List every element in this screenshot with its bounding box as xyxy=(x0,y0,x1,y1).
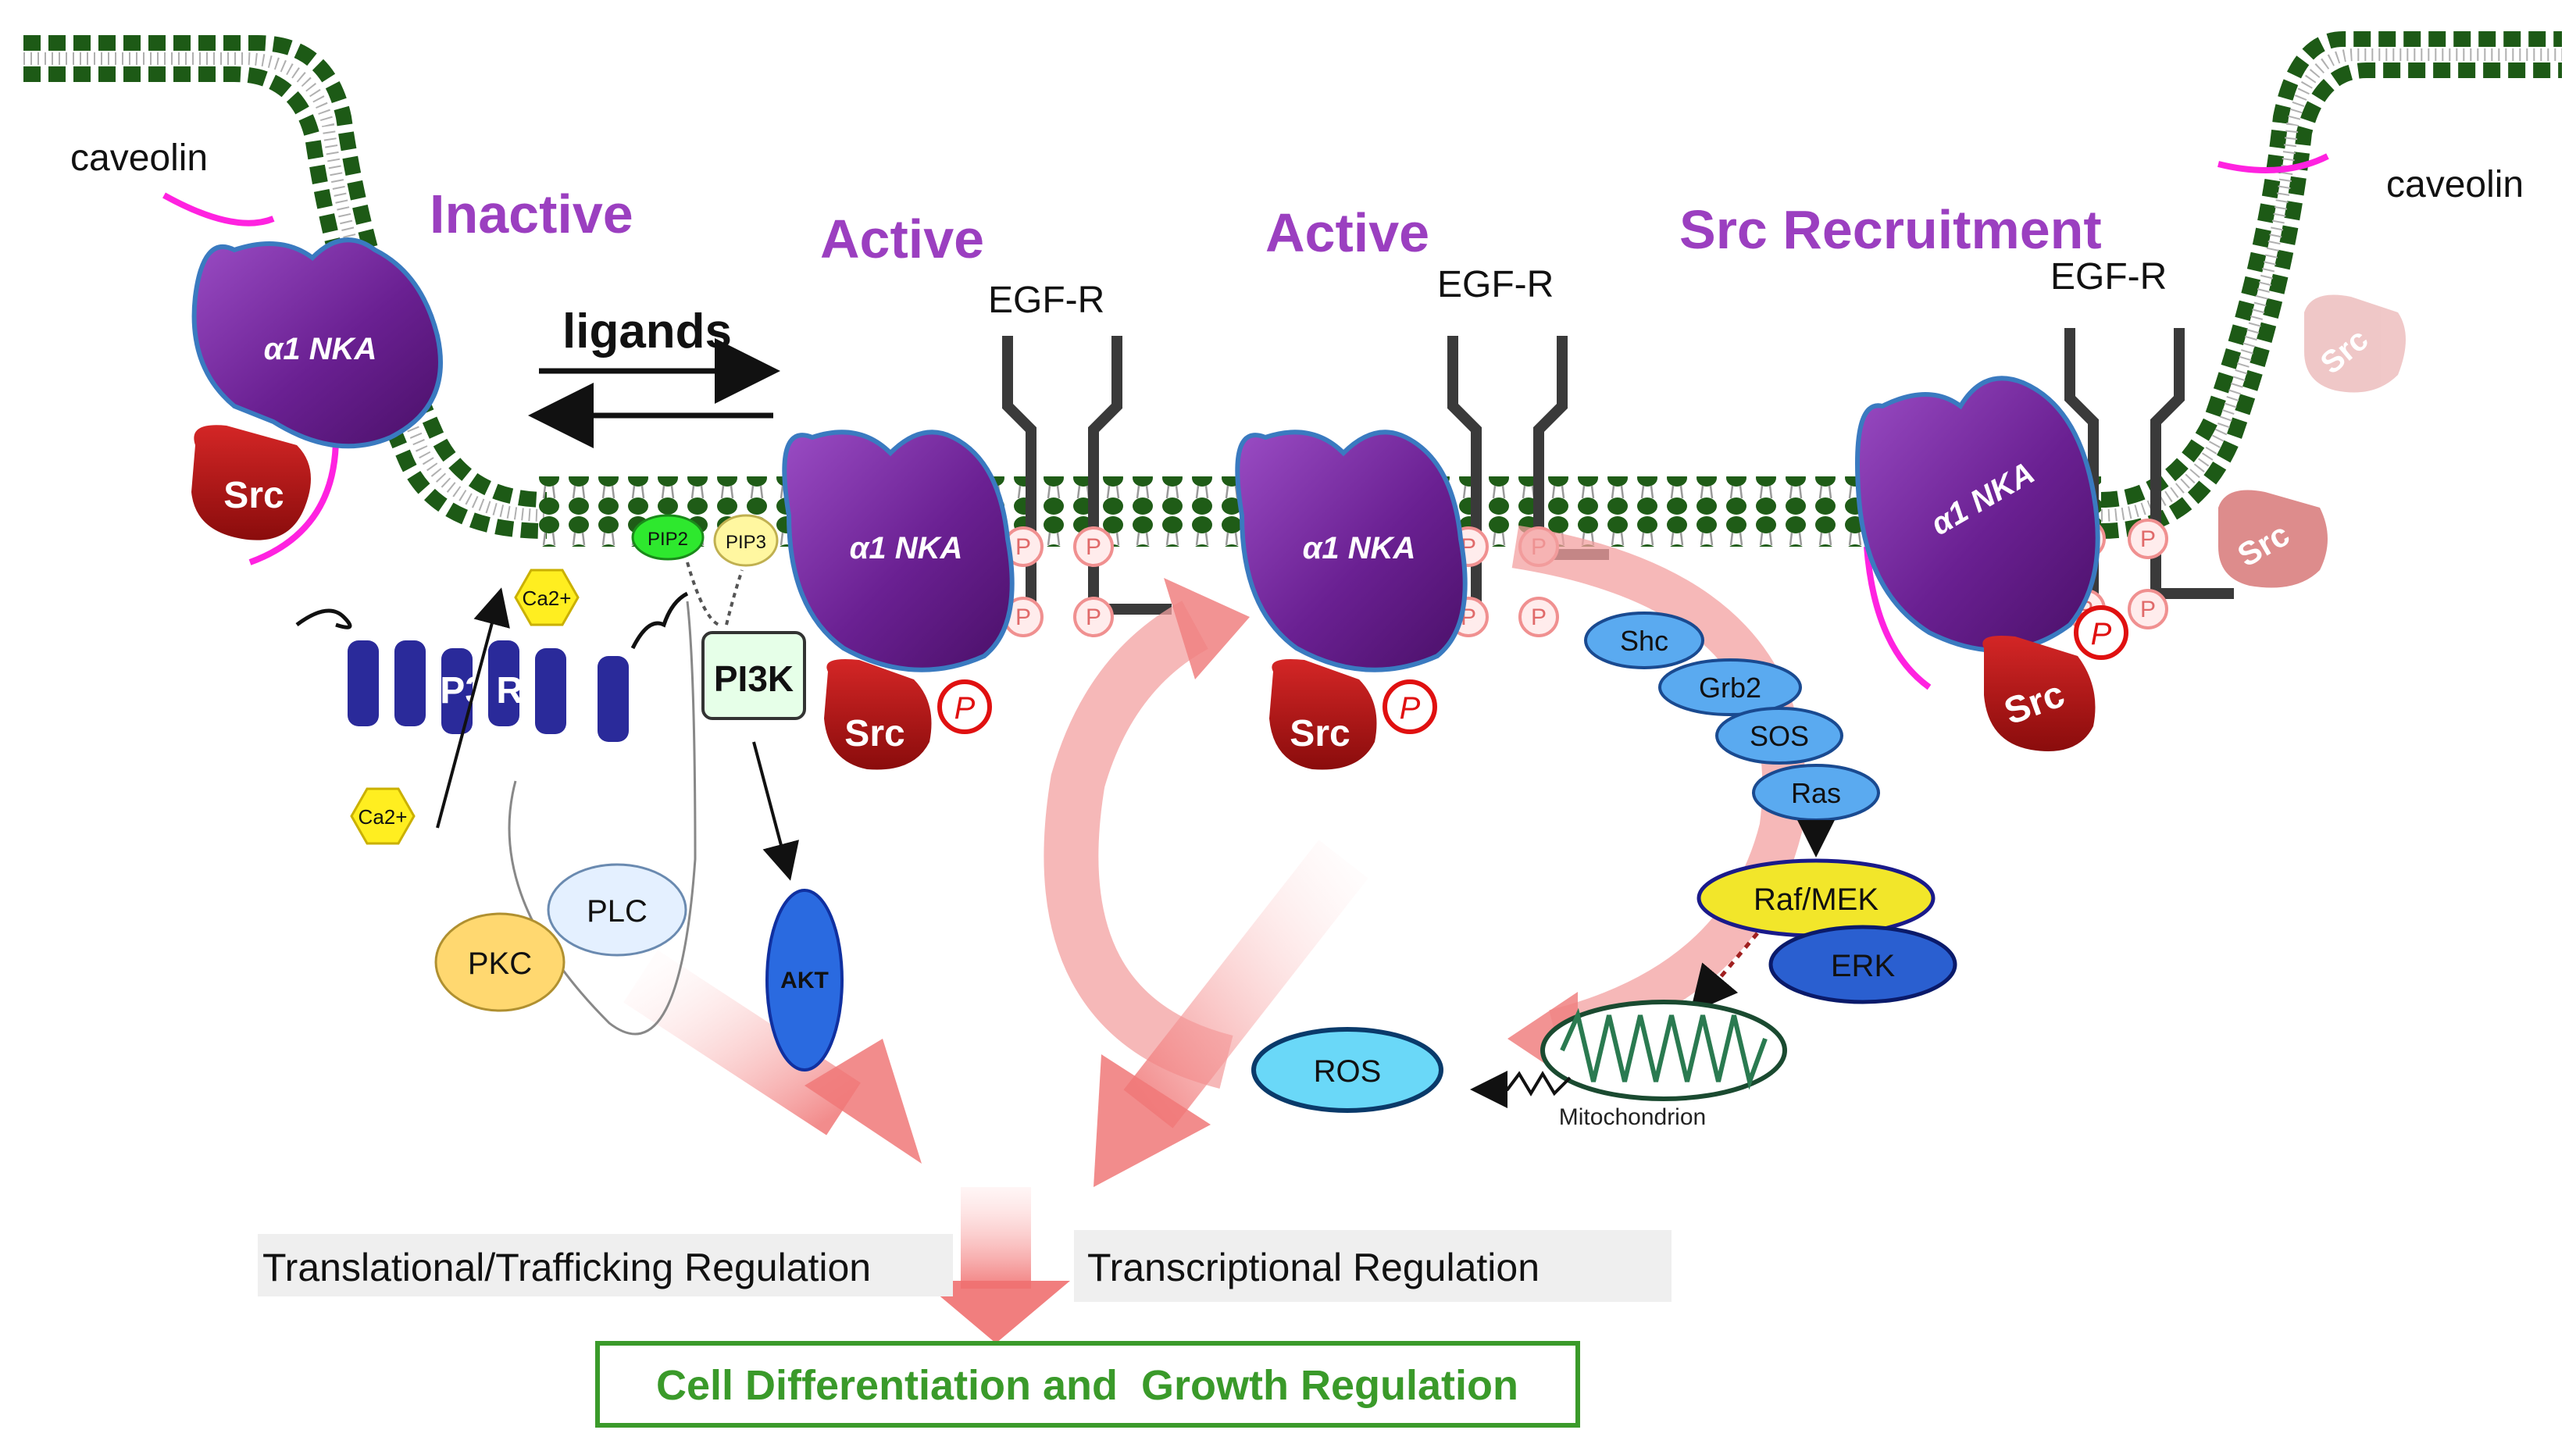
svg-text:P: P xyxy=(1015,604,1031,630)
pink-feedback-arrow xyxy=(1044,578,1250,1089)
outcome-label: Cell Differentiation and Growth Regulati… xyxy=(656,1362,1518,1409)
src-recruitment: Src P xyxy=(1982,605,2128,751)
nka-active-1: α1 NKA xyxy=(782,430,1015,672)
src-active-1: Src P xyxy=(824,659,992,770)
pip3: PIP3 xyxy=(713,514,779,567)
transcriptional-box xyxy=(1074,1230,1672,1302)
shc: Shc xyxy=(1584,612,1704,669)
mitochondrion-label: Mitochondrion xyxy=(1559,1104,1706,1130)
svg-text:PLC: PLC xyxy=(587,894,648,929)
svg-text:ROS: ROS xyxy=(1314,1054,1382,1089)
translational-label: Translational/Trafficking Regulation xyxy=(262,1246,871,1289)
arrow-to-outcome xyxy=(922,1187,1070,1343)
raf-mito-arrow xyxy=(1689,932,1759,1014)
ras: Ras xyxy=(1752,764,1880,822)
svg-text:PIP2: PIP2 xyxy=(648,529,688,550)
svg-text:AKT: AKT xyxy=(780,968,829,993)
nka-label-active-1: α1 NKA xyxy=(850,531,963,565)
ligands-label: ligands xyxy=(562,305,732,358)
nka-active-2: α1 NKA xyxy=(1235,430,1468,672)
caveolin-right-label: caveolin xyxy=(2386,164,2524,205)
src-label-inactive: Src xyxy=(223,475,284,516)
svg-text:SOS: SOS xyxy=(1750,720,1809,752)
raf-mek: Raf/MEK xyxy=(1697,858,1936,938)
plc-loop-line xyxy=(508,601,697,1036)
src-label-active-2: Src xyxy=(1290,713,1350,754)
svg-text:P: P xyxy=(1015,534,1031,560)
svg-text:P: P xyxy=(1531,604,1547,630)
svg-text:Ca2+: Ca2+ xyxy=(523,587,572,610)
svg-text:Ras: Ras xyxy=(1791,777,1841,809)
src-label-active-1: Src xyxy=(844,713,904,754)
transcriptional-label: Transcriptional Regulation xyxy=(1087,1246,1540,1289)
svg-text:PKC: PKC xyxy=(468,947,532,981)
svg-text:Ca2+: Ca2+ xyxy=(359,805,408,829)
erk: ERK xyxy=(1768,925,1957,1004)
egfr-label-1: EGF-R xyxy=(988,280,1104,321)
outcome-box xyxy=(595,1341,1580,1428)
svg-text:Grb2: Grb2 xyxy=(1699,672,1761,704)
src-migrating-faded: Src xyxy=(2304,294,2406,393)
plc: PLC xyxy=(547,863,687,957)
pi3k: PI3K xyxy=(701,631,806,720)
egfr-label-3: EGF-R xyxy=(2050,256,2167,298)
src-phospho-2: P xyxy=(1400,691,1421,726)
svg-text:P: P xyxy=(1086,534,1101,560)
state-inactive-title: Inactive xyxy=(430,184,633,244)
src-phospho-3: P xyxy=(2091,617,2112,651)
svg-text:PIP3: PIP3 xyxy=(726,532,766,553)
ligands-equilibrium: ligands xyxy=(528,305,780,448)
sos: SOS xyxy=(1715,707,1843,765)
arrow-to-translational xyxy=(623,950,922,1164)
svg-text:Raf/MEK: Raf/MEK xyxy=(1754,883,1878,917)
nka-label-active-2: α1 NKA xyxy=(1303,531,1416,565)
src-migrating-semi: Src xyxy=(2218,490,2328,588)
mito-ros-arrow xyxy=(1470,1071,1572,1108)
nka-label-inactive: α1 NKA xyxy=(264,332,377,366)
svg-text:P: P xyxy=(2140,597,2156,622)
arrow-to-transcriptional xyxy=(1094,840,1368,1187)
ros: ROS xyxy=(1251,1027,1443,1113)
src-active-2: Src P xyxy=(1269,659,1437,770)
pi3k-akt-arrow xyxy=(752,741,799,881)
nka-src-recruitment: α1 NKA xyxy=(1855,376,2100,653)
pip2: PIP2 xyxy=(631,514,705,561)
nka-inactive: α1 NKA xyxy=(191,237,443,449)
src-phospho-1: P xyxy=(954,691,976,726)
state-active-title-2: Active xyxy=(1265,202,1429,263)
svg-text:Shc: Shc xyxy=(1620,625,1668,657)
svg-text:P: P xyxy=(2140,526,2156,552)
translational-box xyxy=(258,1234,953,1296)
pip3-pi3k-link xyxy=(725,569,744,626)
state-active-title: Active xyxy=(820,209,984,269)
caveolin-left-label: caveolin xyxy=(70,137,208,179)
svg-text:ERK: ERK xyxy=(1831,949,1896,983)
state-src-recruitment-title: Src Recruitment xyxy=(1679,199,2102,260)
caveolin-left-shape xyxy=(162,192,339,565)
mitochondrion: Mitochondrion xyxy=(1540,1000,1787,1130)
caveolin-right-shape xyxy=(1864,153,2329,690)
ca2-ion-bottom: Ca2+ xyxy=(350,787,416,845)
pip2-pi3k-link xyxy=(686,562,720,626)
ca2-ion-top: Ca2+ xyxy=(514,569,580,626)
svg-text:PI3K: PI3K xyxy=(714,658,794,699)
grb2: Grb2 xyxy=(1658,658,1802,716)
pkc: PKC xyxy=(434,912,566,1012)
src-inactive: Src xyxy=(191,425,311,540)
ip3-receptor: IP3 R xyxy=(295,591,689,742)
svg-text:P: P xyxy=(1086,604,1101,630)
egfr-label-2: EGF-R xyxy=(1437,264,1554,305)
ca2-release-arrow xyxy=(436,587,510,829)
akt: AKT xyxy=(765,889,844,1072)
